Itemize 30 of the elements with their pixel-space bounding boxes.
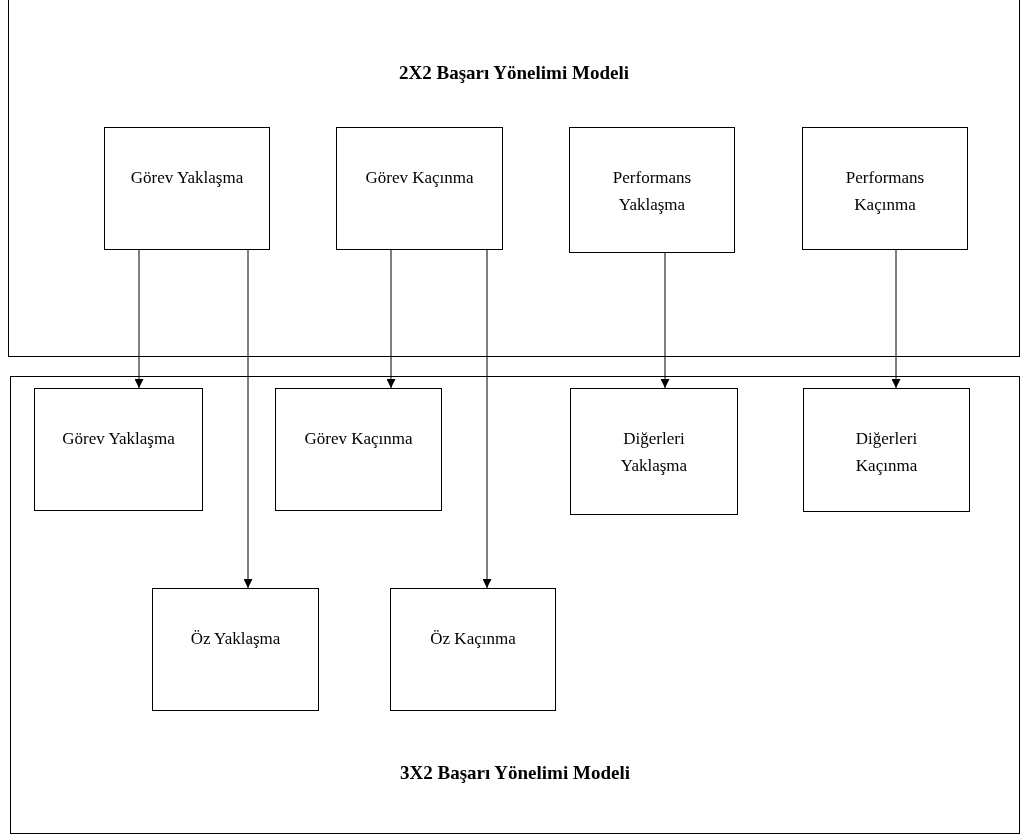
goal-box (34, 388, 203, 511)
goal-box (802, 127, 968, 250)
box-label: Görev Kaçınma (303, 428, 414, 450)
panel-title: 3X2 Başarı Yönelimi Modeli (400, 762, 630, 784)
box-label: Görev Kaçınma (364, 167, 475, 189)
arrow (243, 249, 253, 589)
goal-box (570, 388, 738, 515)
box-label: Performans Yaklaşma (611, 167, 693, 216)
goal-box (390, 588, 556, 711)
arrow (891, 249, 901, 389)
box-label: Öz Kaçınma (429, 628, 517, 650)
model-panel (8, 0, 1020, 357)
box-label: Görev Yaklaşma (129, 167, 245, 189)
goal-box (104, 127, 270, 250)
goal-box (803, 388, 970, 512)
box-label: Görev Yaklaşma (61, 428, 176, 450)
box-label: Diğerleri Kaçınma (854, 428, 919, 477)
box-label: Diğerleri Yaklaşma (619, 428, 689, 477)
goal-box (569, 127, 735, 253)
model-panel (10, 376, 1020, 834)
panel-title: 2X2 Başarı Yönelimi Modeli (399, 62, 629, 84)
goal-box (152, 588, 319, 711)
arrow (386, 249, 396, 389)
box-label: Performans Kaçınma (844, 167, 926, 216)
arrow (134, 249, 144, 389)
arrow (660, 252, 670, 389)
box-label: Öz Yaklaşma (189, 628, 282, 650)
goal-box (275, 388, 442, 511)
arrow (482, 249, 492, 589)
goal-box (336, 127, 503, 250)
